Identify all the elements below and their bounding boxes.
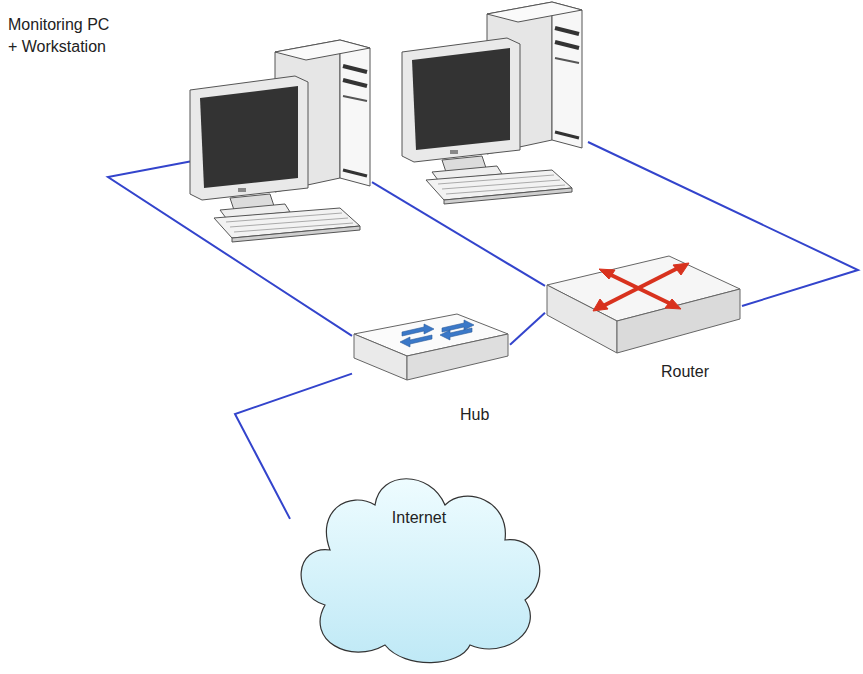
network-device: Router	[545, 253, 742, 356]
device-icon	[352, 310, 510, 384]
device-label: Router	[661, 361, 709, 383]
device-icon	[290, 455, 548, 668]
device-icon	[190, 38, 372, 244]
device-icon	[545, 253, 742, 356]
network-cable	[372, 182, 545, 286]
device-label: Hub	[460, 404, 489, 426]
network-device: Hub	[352, 310, 510, 384]
device-label: Monitoring PC + Workstation	[8, 14, 120, 58]
device-label: Internet	[290, 507, 548, 529]
network-cable	[510, 313, 545, 345]
network-cable	[235, 374, 352, 519]
network-device: Monitoring PC + Workstation	[190, 38, 372, 244]
network-device: Internet	[290, 455, 548, 668]
